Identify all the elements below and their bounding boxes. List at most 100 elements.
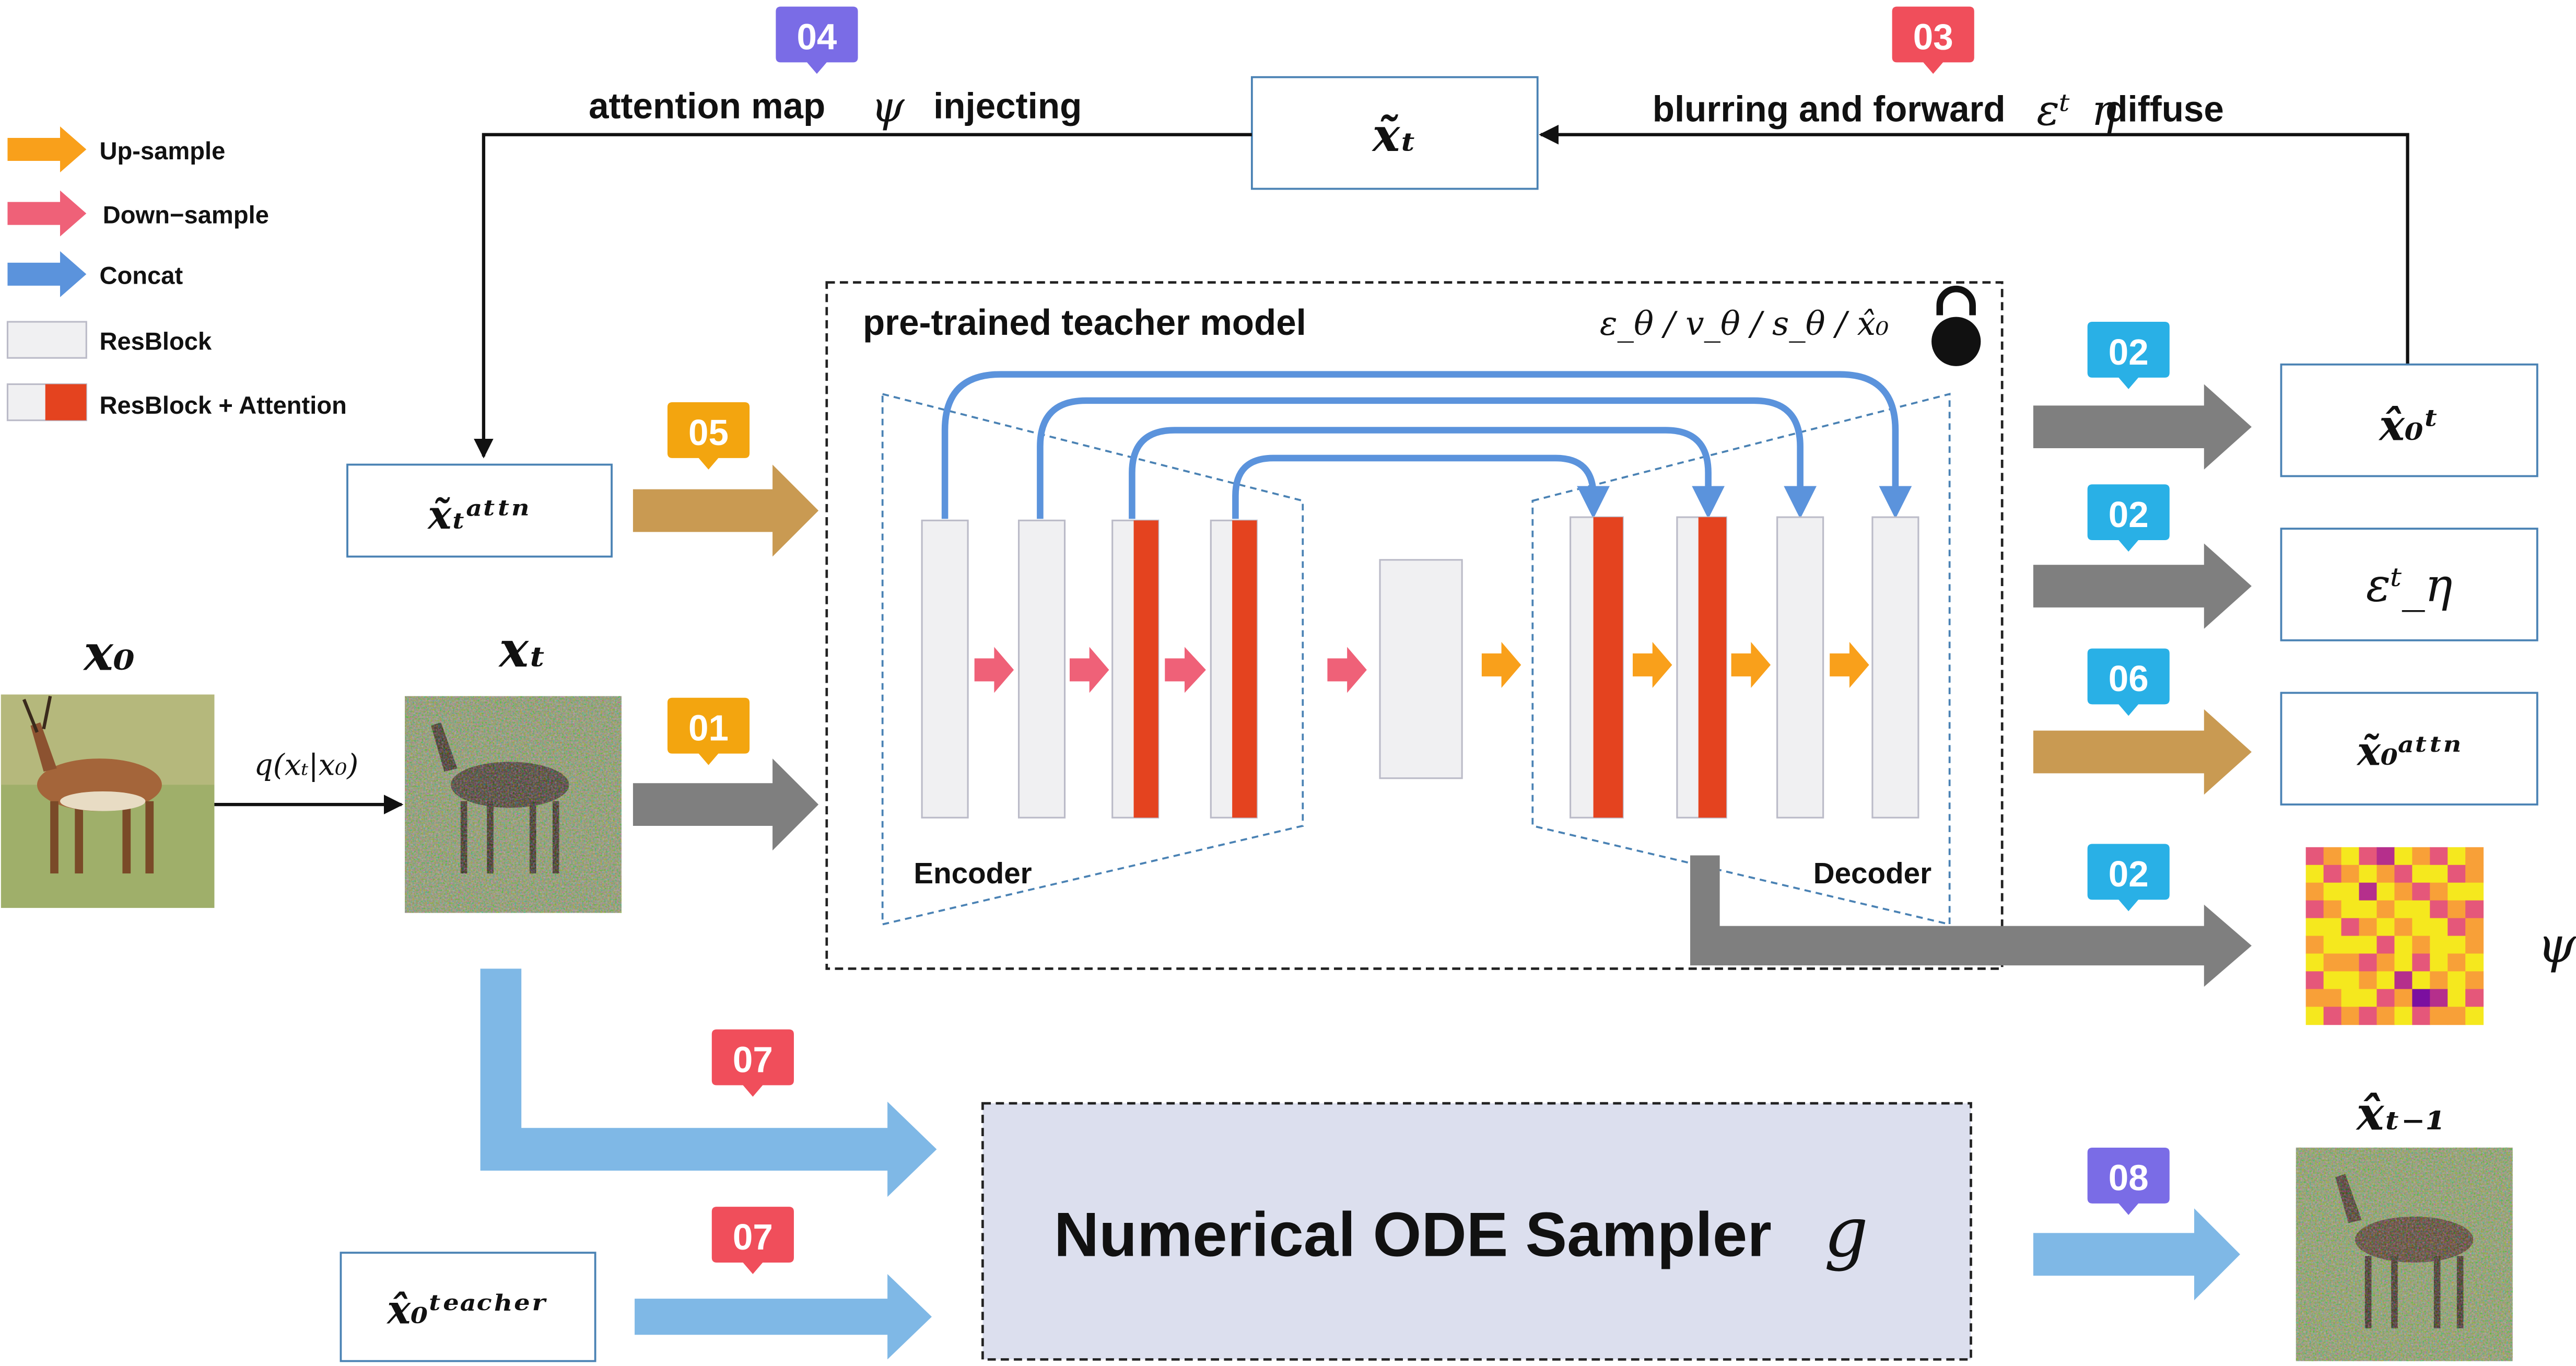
badge-02-x0: 02 bbox=[2087, 322, 2170, 389]
legend-resblock-attention: ResBlock + Attention bbox=[6, 383, 347, 422]
badge-04: 04 bbox=[776, 6, 858, 74]
heatmap-cell bbox=[2412, 953, 2431, 972]
ode-sampler-label: Numerical ODE Sampler bbox=[1054, 1200, 1772, 1269]
pink-arrow-icon bbox=[7, 190, 87, 237]
heatmap-cell bbox=[2394, 936, 2413, 954]
badges: 04 03 05 01 02 02 06 02 bbox=[667, 6, 2170, 1274]
heatmap-cell bbox=[2341, 953, 2360, 972]
heatmap-cell bbox=[2412, 900, 2431, 919]
heatmap-cell bbox=[2376, 936, 2395, 954]
heatmap-cell bbox=[2465, 953, 2484, 972]
heatmap-cell bbox=[2359, 882, 2378, 901]
q-label: q(xₜ|x₀) bbox=[254, 748, 359, 783]
top-flow: x̃ₜ attention map ψ injecting blurring a… bbox=[474, 76, 2409, 459]
heatmap-cell bbox=[2359, 971, 2378, 990]
badge-03: 03 bbox=[1892, 6, 1974, 74]
decoder-blocks bbox=[1570, 516, 1919, 819]
svg-text:02: 02 bbox=[2109, 854, 2149, 894]
heatmap-cell bbox=[2465, 989, 2484, 1008]
heatmap-cell bbox=[2323, 918, 2342, 937]
heatmap-cell bbox=[2359, 936, 2378, 954]
skip-connections bbox=[941, 371, 1912, 519]
x0-teacher-box bbox=[339, 1252, 596, 1362]
xt-attn-label: x̃ₜᵃᵗᵗⁿ bbox=[427, 492, 529, 538]
x0-hat-box bbox=[2280, 363, 2538, 477]
heatmap-cell bbox=[2305, 918, 2324, 937]
heatmap-cell bbox=[2305, 1007, 2324, 1025]
heatmap-cell bbox=[2323, 936, 2342, 954]
heatmap-cell bbox=[2430, 882, 2449, 901]
heatmap-cell bbox=[2323, 989, 2342, 1008]
badge-05: 05 bbox=[667, 402, 750, 470]
antelope-noisy-image bbox=[405, 696, 622, 913]
heatmap-cell bbox=[2359, 865, 2378, 883]
heatmap-cell bbox=[2376, 1007, 2395, 1025]
heatmap-cell bbox=[2341, 971, 2360, 990]
heatmap-cell bbox=[2394, 971, 2413, 990]
attention-map-label: attention map bbox=[589, 85, 825, 126]
heatmap-cell bbox=[2305, 936, 2324, 954]
heatmap-cell bbox=[2341, 900, 2360, 919]
gray-arrow-02-x0 bbox=[2033, 384, 2252, 470]
heatmap-cell bbox=[2323, 865, 2342, 883]
svg-text:05: 05 bbox=[688, 412, 729, 453]
ode-sampler-g: g bbox=[1824, 1192, 1868, 1272]
heatmap-cell bbox=[2412, 936, 2431, 954]
badge-01: 01 bbox=[667, 697, 750, 765]
heatmap-cell bbox=[2448, 882, 2466, 901]
antelope-output-image bbox=[2296, 1147, 2513, 1361]
heatmap-cell bbox=[2323, 1007, 2342, 1025]
heatmap-cell bbox=[2430, 971, 2449, 990]
legend-downsample: Down−sample bbox=[7, 190, 269, 237]
svg-text:08: 08 bbox=[2109, 1158, 2149, 1198]
heatmap-cell bbox=[2305, 847, 2324, 866]
badge-02-psi: 02 bbox=[2087, 844, 2170, 912]
output-arrows bbox=[1690, 384, 2252, 987]
heatmap-cell bbox=[2465, 971, 2484, 990]
resblock bbox=[921, 519, 969, 819]
heatmap-cell bbox=[2465, 1007, 2484, 1025]
encoder-label: Encoder bbox=[914, 857, 1032, 890]
blue-arrow-icon bbox=[7, 251, 87, 297]
heatmap-cell bbox=[2430, 847, 2449, 866]
heatmap-cell bbox=[2376, 971, 2395, 990]
injecting-label: injecting bbox=[933, 85, 1082, 126]
badge-02-eps: 02 bbox=[2087, 484, 2170, 552]
heatmap-cell bbox=[2323, 900, 2342, 919]
ode-sampler-box bbox=[981, 1102, 1972, 1361]
heatmap-cell bbox=[2376, 900, 2395, 919]
heatmap-cell bbox=[2341, 1007, 2360, 1025]
resblock bbox=[1871, 516, 1919, 819]
heatmap-cell bbox=[2305, 953, 2324, 972]
teacher-outputs-label: ε_θ / v_θ / s_θ / x̂₀ bbox=[1600, 305, 1889, 343]
heatmap-cell bbox=[2359, 900, 2378, 919]
heatmap-cell bbox=[2394, 865, 2413, 883]
xt-attn-box bbox=[346, 463, 613, 558]
heatmap-cell bbox=[2323, 882, 2342, 901]
heatmap-cell bbox=[2465, 918, 2484, 937]
heatmap-cell bbox=[2359, 1007, 2378, 1025]
heatmap-cell bbox=[2465, 936, 2484, 954]
legend-label: Up-sample bbox=[99, 137, 225, 165]
resblock bbox=[1776, 516, 1824, 819]
heatmap-cell bbox=[2412, 989, 2431, 1008]
orange-arrow-icon bbox=[7, 126, 87, 173]
heatmap-cell bbox=[2394, 847, 2413, 866]
encoder-blocks bbox=[921, 519, 1258, 819]
legend-resblock: ResBlock bbox=[6, 321, 212, 359]
attention-psi-label: ψ bbox=[871, 83, 905, 132]
heatmap-cell bbox=[2359, 918, 2378, 937]
gray-arrow-02-psi bbox=[1690, 855, 2252, 987]
heatmap-cell bbox=[2412, 971, 2431, 990]
decoder-outline bbox=[1531, 392, 1951, 926]
legend-label: Down−sample bbox=[103, 201, 269, 228]
x0-teacher-label: x̂₀ᵗᵉᵃᶜʰᵉʳ bbox=[386, 1286, 547, 1333]
svg-text:07: 07 bbox=[733, 1217, 773, 1257]
heatmap-cell bbox=[2448, 865, 2466, 883]
heatmap-cell bbox=[2448, 989, 2466, 1008]
heatmap-cell bbox=[2341, 989, 2360, 1008]
heatmap-cell bbox=[2430, 1007, 2449, 1025]
heatmap-cell bbox=[2465, 865, 2484, 883]
heatmap-cell bbox=[2305, 882, 2324, 901]
legend: Up-sample Down−sample Concat ResBlock Re… bbox=[6, 126, 347, 422]
